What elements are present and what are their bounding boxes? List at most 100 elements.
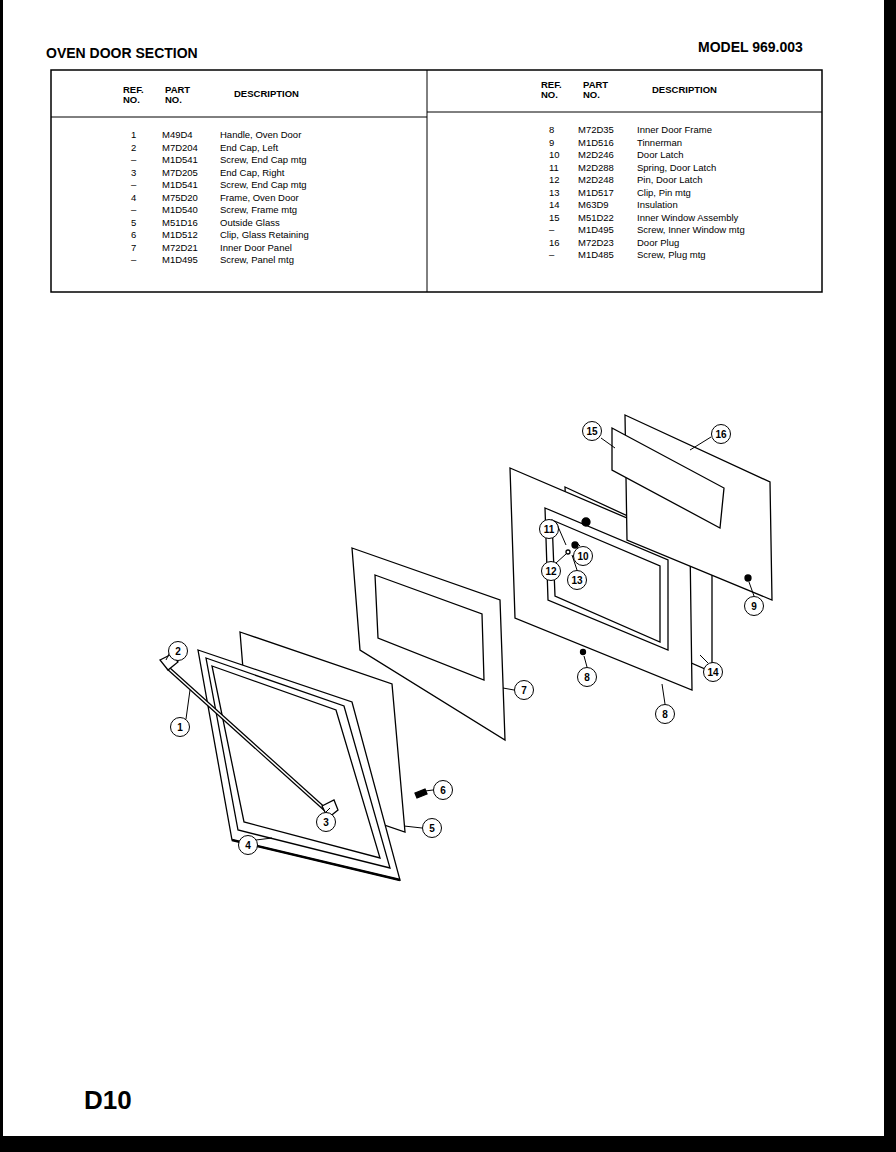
ref-number: 14 bbox=[549, 200, 560, 210]
callout-circle: 5 bbox=[422, 818, 442, 838]
part-number: M2D288 bbox=[578, 163, 614, 173]
callout-circle: 6 bbox=[433, 780, 453, 800]
part-description: Screw, Plug mtg bbox=[637, 250, 706, 260]
ref-number: 13 bbox=[549, 188, 560, 198]
callout-number: 8 bbox=[584, 672, 590, 683]
callout-number: 4 bbox=[245, 840, 251, 851]
part-number: M72D23 bbox=[578, 238, 614, 248]
ref-number: 6 bbox=[131, 230, 136, 240]
part-description: Screw, Frame mtg bbox=[220, 205, 297, 215]
column-header: DESCRIPTION bbox=[234, 89, 299, 99]
callout-circle: 13 bbox=[567, 570, 587, 590]
ref-number: 7 bbox=[131, 243, 136, 253]
ref-number: – bbox=[549, 225, 554, 235]
callout-circle: 11 bbox=[539, 519, 559, 539]
callout-circle: 9 bbox=[744, 596, 764, 616]
callout-number: 14 bbox=[707, 667, 718, 678]
part-description: Door Plug bbox=[637, 238, 679, 248]
part-number: M51D16 bbox=[162, 218, 198, 228]
callout-number: 3 bbox=[323, 817, 329, 828]
part-number: M1D516 bbox=[578, 138, 614, 148]
part-number: M75D20 bbox=[162, 193, 198, 203]
ref-number: 4 bbox=[131, 193, 136, 203]
column-header: REF. NO. bbox=[123, 85, 155, 106]
part-description: Inner Window Assembly bbox=[637, 213, 738, 223]
part-description: Tinnerman bbox=[637, 138, 682, 148]
callout-circle: 2 bbox=[168, 641, 188, 661]
part-number: M1D495 bbox=[162, 255, 198, 265]
part-number: M51D22 bbox=[578, 213, 614, 223]
callout-circle: 1 bbox=[170, 717, 190, 737]
ref-number: 2 bbox=[131, 143, 136, 153]
callout-circle: 15 bbox=[582, 421, 602, 441]
part-description: Inner Door Frame bbox=[637, 125, 712, 135]
ref-number: – bbox=[131, 180, 136, 190]
part-description: Pin, Door Latch bbox=[637, 175, 702, 185]
ref-number: 10 bbox=[549, 150, 560, 160]
part-description: Clip, Pin mtg bbox=[637, 188, 691, 198]
part-number: M2D246 bbox=[578, 150, 614, 160]
part-description: Insulation bbox=[637, 200, 678, 210]
callout-number: 2 bbox=[175, 646, 181, 657]
column-header: DESCRIPTION bbox=[652, 85, 717, 95]
part-number: M2D248 bbox=[578, 175, 614, 185]
callout-circle: 7 bbox=[514, 680, 534, 700]
part-description: End Cap, Left bbox=[220, 143, 278, 153]
callout-number: 16 bbox=[715, 429, 726, 440]
column-header: REF. NO. bbox=[541, 80, 573, 101]
callout-circle: 14 bbox=[703, 662, 723, 682]
ref-number: – bbox=[131, 155, 136, 165]
callout-circle: 3 bbox=[316, 812, 336, 832]
part-number: M72D35 bbox=[578, 125, 614, 135]
callout-circle: 16 bbox=[711, 424, 731, 444]
callout-number: 15 bbox=[586, 426, 597, 437]
column-header: PART NO. bbox=[165, 85, 197, 106]
callout-number: 13 bbox=[571, 575, 582, 586]
column-header: PART NO. bbox=[583, 80, 615, 101]
callout-circle: 10 bbox=[573, 546, 593, 566]
part-number: M49D4 bbox=[162, 130, 193, 140]
callout-number: 10 bbox=[577, 551, 588, 562]
ref-number: 9 bbox=[549, 138, 554, 148]
section-title: OVEN DOOR SECTION bbox=[46, 46, 198, 61]
part-description: Inner Door Panel bbox=[220, 243, 292, 253]
ref-number: 1 bbox=[131, 130, 136, 140]
part-number: M1D541 bbox=[162, 155, 198, 165]
callout-number: 6 bbox=[440, 785, 446, 796]
part-number: M1D485 bbox=[578, 250, 614, 260]
callout-circle: 4 bbox=[238, 835, 258, 855]
part-description: Door Latch bbox=[637, 150, 683, 160]
ref-number: 11 bbox=[549, 163, 559, 173]
part-number: M7D204 bbox=[162, 143, 198, 153]
callout-number: 9 bbox=[751, 601, 757, 612]
part-number: M1D495 bbox=[578, 225, 614, 235]
callout-circle: 8 bbox=[655, 704, 675, 724]
part-description: Outside Glass bbox=[220, 218, 280, 228]
ref-number: – bbox=[549, 250, 554, 260]
part-description: Screw, Panel mtg bbox=[220, 255, 294, 265]
page-code: D10 bbox=[84, 1086, 132, 1115]
ref-number: – bbox=[131, 255, 136, 265]
part-description: Spring, Door Latch bbox=[637, 163, 716, 173]
ref-number: 8 bbox=[549, 125, 554, 135]
part-number: M72D21 bbox=[162, 243, 198, 253]
callout-number: 1 bbox=[177, 722, 183, 733]
part-description: Handle, Oven Door bbox=[220, 130, 301, 140]
ref-number: – bbox=[131, 205, 136, 215]
ref-number: 15 bbox=[549, 213, 560, 223]
ref-number: 16 bbox=[549, 238, 560, 248]
callout-number: 12 bbox=[545, 566, 556, 577]
callout-circle: 12 bbox=[541, 561, 561, 581]
callout-circle: 8 bbox=[577, 667, 597, 687]
part-number: M1D540 bbox=[162, 205, 198, 215]
part-number: M1D541 bbox=[162, 180, 198, 190]
part-description: Screw, End Cap mtg bbox=[220, 180, 307, 190]
part-description: Frame, Oven Door bbox=[220, 193, 299, 203]
ref-number: 12 bbox=[549, 175, 560, 185]
part-description: Clip, Glass Retaining bbox=[220, 230, 309, 240]
part-number: M1D517 bbox=[578, 188, 614, 198]
callout-number: 11 bbox=[544, 524, 555, 535]
part-description: Screw, Inner Window mtg bbox=[637, 225, 745, 235]
part-number: M7D205 bbox=[162, 168, 198, 178]
part-description: Screw, End Cap mtg bbox=[220, 155, 307, 165]
